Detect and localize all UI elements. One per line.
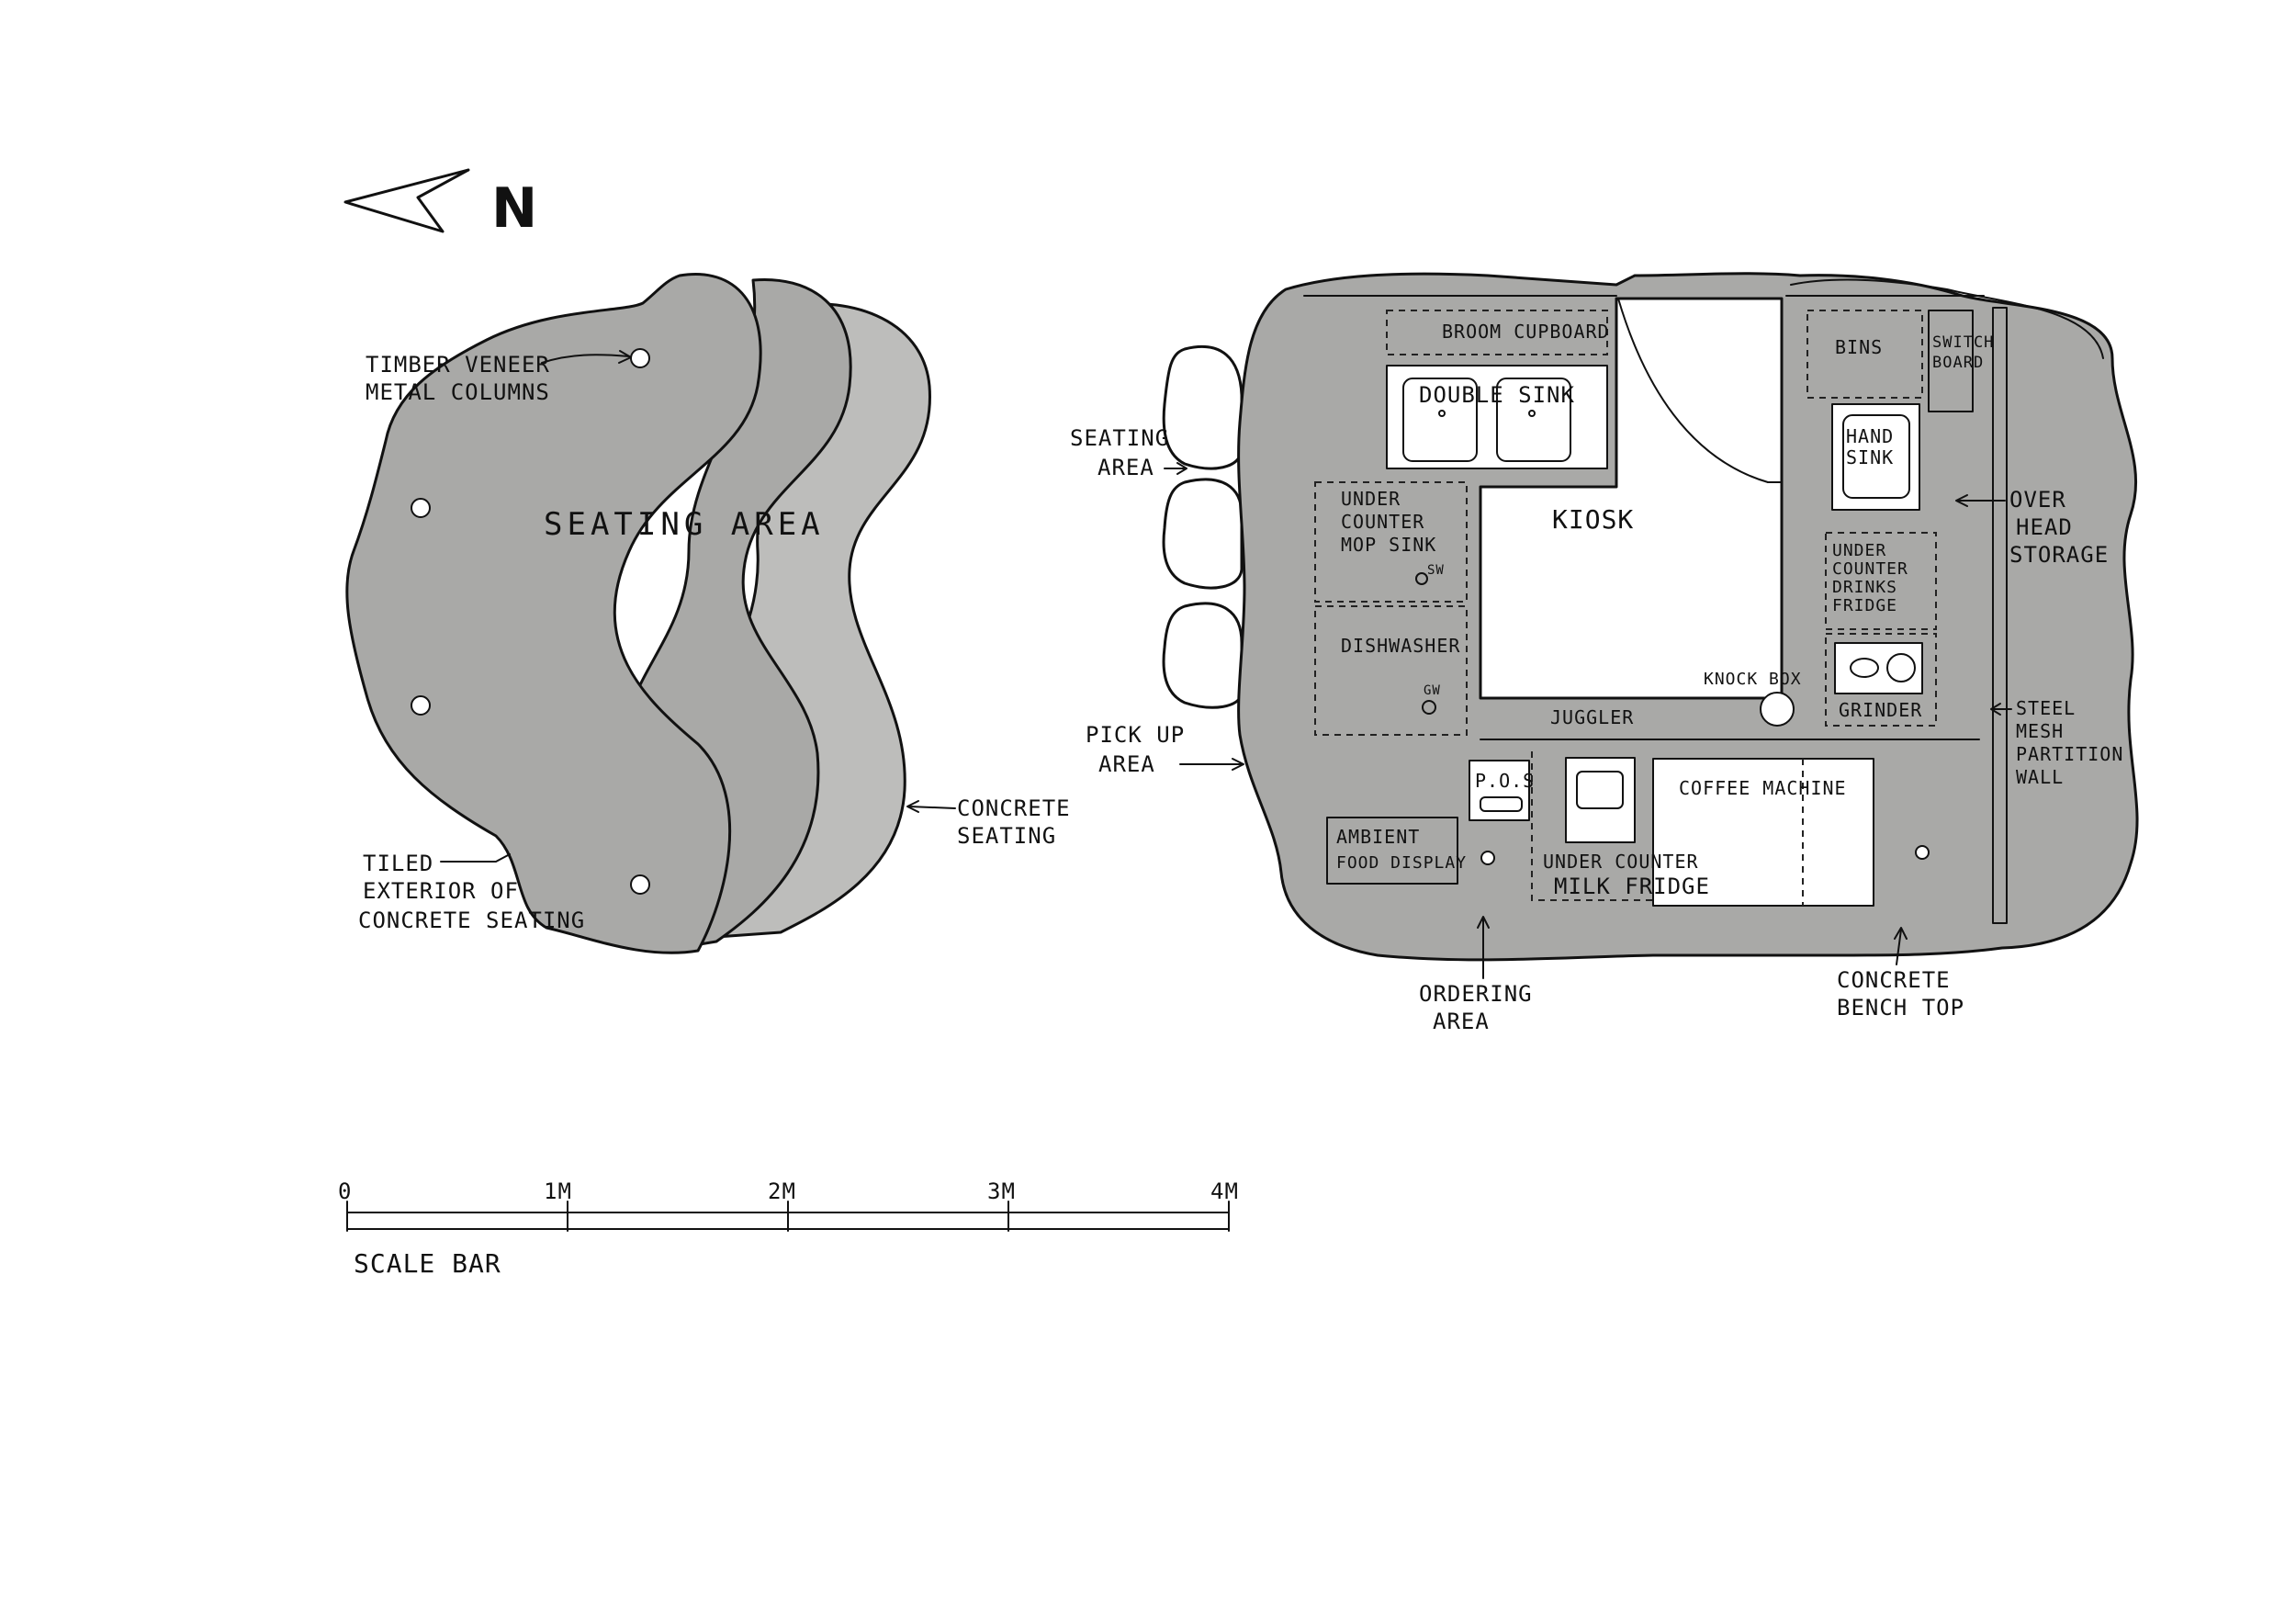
dishwasher-label: DISHWASHER bbox=[1341, 635, 1460, 657]
scale-segment-3 bbox=[1007, 1212, 1230, 1230]
column-3 bbox=[411, 695, 431, 716]
callout-ordering-line2: AREA bbox=[1433, 1009, 1490, 1034]
coffee-machine-label: COFFEE MACHINE bbox=[1679, 777, 1847, 799]
gw-label: GW bbox=[1424, 683, 1441, 698]
pos-label: P.O.S bbox=[1475, 770, 1535, 792]
ambient-food-display bbox=[1326, 817, 1458, 885]
callout-ordering-line1: ORDERING bbox=[1419, 981, 1533, 1007]
drinks-fridge-line3: DRINKS bbox=[1832, 578, 1897, 597]
juggler-label: JUGGLER bbox=[1550, 706, 1634, 728]
mop-sink-line3: MOP SINK bbox=[1341, 534, 1436, 556]
column-4 bbox=[630, 874, 650, 895]
callout-concrete-seating-line1: CONCRETE bbox=[957, 795, 1071, 821]
milk-fridge-line2: MILK FRIDGE bbox=[1554, 874, 1710, 899]
callout-mesh-line2: MESH bbox=[2016, 720, 2064, 742]
callout-pickup-line2: AREA bbox=[1098, 751, 1155, 777]
overhead-storage bbox=[1992, 307, 2008, 924]
bins-label: BINS bbox=[1835, 336, 1883, 358]
callout-mesh-line4: WALL bbox=[2016, 766, 2064, 788]
mop-sink-line1: UNDER bbox=[1341, 488, 1401, 510]
scale-tick-3: 3M bbox=[987, 1179, 1016, 1204]
ambient-food-line1: AMBIENT bbox=[1336, 826, 1420, 848]
scale-bar-caption: SCALE BAR bbox=[354, 1248, 501, 1279]
seat-block-2 bbox=[1162, 478, 1244, 590]
scale-segment-0 bbox=[346, 1212, 568, 1230]
hand-sink-line1: HAND bbox=[1846, 425, 1894, 447]
callout-tiled-line1: TILED bbox=[363, 851, 433, 876]
seat-block-1 bbox=[1162, 344, 1244, 470]
seat-block-3 bbox=[1162, 602, 1244, 709]
callout-overhead-line1: OVER bbox=[2009, 487, 2066, 513]
callout-pickup-line1: PICK UP bbox=[1086, 722, 1185, 748]
seating-area-label: SEATING AREA bbox=[544, 506, 825, 543]
ambient-food-line2: FOOD DISPLAY bbox=[1336, 853, 1467, 873]
scale-tick-4: 4M bbox=[1210, 1179, 1239, 1204]
north-arrow: N bbox=[343, 168, 537, 241]
callout-seating-line1: SEATING bbox=[1070, 425, 1169, 451]
callout-mesh-line1: STEEL bbox=[2016, 697, 2076, 719]
double-sink-label: DOUBLE SINK bbox=[1419, 382, 1575, 408]
kiosk-plan: BROOM CUPBOARD DOUBLE SINK UNDER COUNTER… bbox=[1070, 272, 2139, 1034]
callout-bench-line1: CONCRETE bbox=[1837, 967, 1951, 993]
switch-board-line1: SWITCH bbox=[1932, 333, 1994, 352]
knock-box-label: KNOCK BOX bbox=[1704, 670, 1802, 689]
grinder-label: GRINDER bbox=[1839, 699, 1922, 721]
seating-slab-main bbox=[345, 273, 762, 954]
callout-mesh-line3: PARTITION bbox=[2016, 743, 2123, 765]
switch-board-line2: BOARD bbox=[1932, 354, 1984, 372]
callout-bench-line2: BENCH TOP bbox=[1837, 995, 1964, 1021]
scale-tick-0: 0 bbox=[338, 1179, 352, 1204]
scale-segment-1 bbox=[567, 1212, 789, 1230]
callout-overhead-line3: STORAGE bbox=[2009, 542, 2109, 568]
scale-tick-1: 1M bbox=[544, 1179, 572, 1204]
drinks-fridge-line4: FRIDGE bbox=[1832, 596, 1897, 615]
coffee-machine bbox=[1652, 758, 1874, 907]
kiosk-label: KIOSK bbox=[1552, 504, 1634, 535]
column-1 bbox=[630, 348, 650, 368]
callout-columns-line1: TIMBER VENEER bbox=[366, 352, 550, 378]
north-label: N bbox=[491, 176, 537, 241]
scale-segment-2 bbox=[787, 1212, 1009, 1230]
scale-bar: 0 1M 2M 3M 4M SCALE BAR bbox=[338, 1179, 1239, 1279]
broom-cupboard-label: BROOM CUPBOARD bbox=[1442, 321, 1610, 343]
north-arrow-icon bbox=[343, 168, 470, 233]
knock-box bbox=[1760, 692, 1795, 727]
mop-sink-line2: COUNTER bbox=[1341, 511, 1424, 533]
drinks-fridge-line2: COUNTER bbox=[1832, 559, 1908, 579]
milk-fridge-line1: UNDER COUNTER bbox=[1543, 851, 1699, 873]
callout-overhead-line2: HEAD bbox=[2016, 514, 2073, 540]
callout-tiled-line2: EXTERIOR OF bbox=[363, 878, 519, 904]
seating-plan: SEATING AREA TIMBER VENEER METAL COLUMNS… bbox=[345, 273, 1071, 954]
callout-concrete-seating-line2: SEATING bbox=[957, 823, 1056, 849]
callout-seating-line2: AREA bbox=[1097, 455, 1154, 480]
hand-sink-line2: SINK bbox=[1846, 446, 1894, 468]
kiosk-interior bbox=[1479, 297, 1784, 700]
column-2 bbox=[411, 498, 431, 518]
scale-tick-2: 2M bbox=[768, 1179, 796, 1204]
callout-columns-line2: METAL COLUMNS bbox=[366, 379, 550, 405]
drinks-fridge-line1: UNDER bbox=[1832, 541, 1886, 560]
callout-tiled-line3: CONCRETE SEATING bbox=[358, 908, 585, 933]
sw-label: SW bbox=[1427, 563, 1445, 578]
